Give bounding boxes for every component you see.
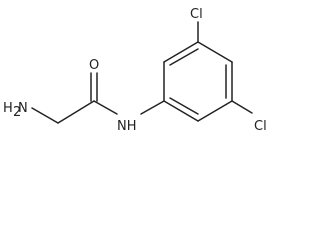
ring-inner-bond-3 xyxy=(169,97,199,115)
atom-labels: H 2 N O NH Cl Cl xyxy=(3,7,267,134)
structure-diagram: H 2 N O NH Cl Cl xyxy=(3,7,267,134)
ring-bond-3 xyxy=(197,41,233,63)
carbonyl-oxygen-label: O xyxy=(89,58,99,73)
chlorine-bottom-label: Cl xyxy=(254,119,267,134)
bond-carbonyl-nh xyxy=(93,100,118,115)
bond-cl-bottom xyxy=(231,100,253,114)
bond-nh-ring xyxy=(140,100,165,115)
amine-subscript-label: 2 xyxy=(13,105,21,120)
bond-n-ch2 xyxy=(31,107,59,124)
chlorine-top-label: Cl xyxy=(190,7,203,22)
amide-nh-label: NH xyxy=(117,119,137,134)
ring-inner-bond-1 xyxy=(169,48,199,66)
ring-bond-5 xyxy=(197,100,233,122)
amine-n-label: N xyxy=(18,101,28,116)
amine-h-label: H xyxy=(3,101,13,116)
bond-ch2-carbonyl xyxy=(57,100,95,124)
ring-bond-6 xyxy=(163,100,199,122)
bonds xyxy=(31,21,253,124)
ring-bond-2 xyxy=(163,41,199,63)
